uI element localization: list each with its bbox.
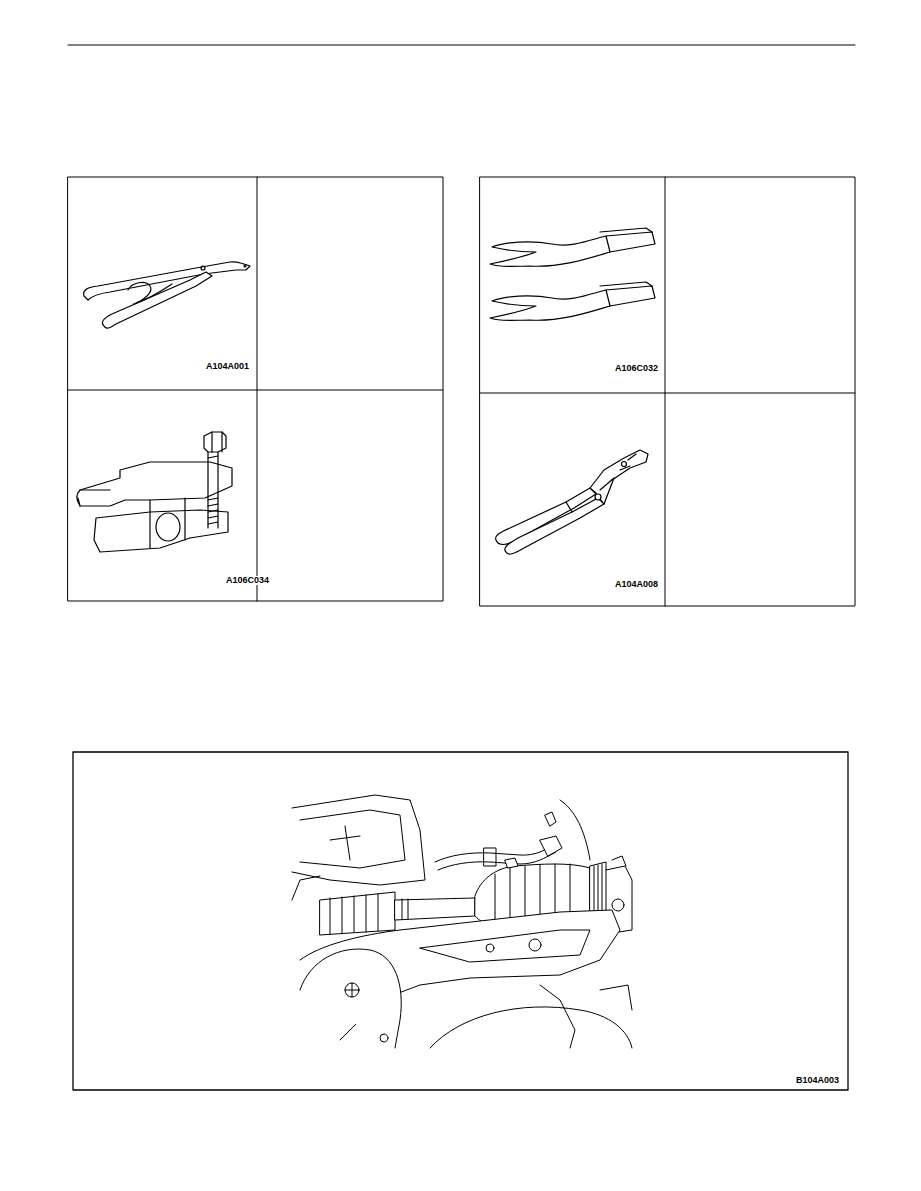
figure-code: A104A001 (205, 362, 250, 371)
snap-ring-pliers (84, 262, 250, 328)
ball-joint-puller (77, 432, 232, 552)
long-pliers (496, 450, 648, 554)
figure-code: A106C034 (225, 576, 270, 585)
figure-code: B104A003 (795, 1076, 840, 1085)
figure-code: A104A008 (614, 580, 659, 589)
figure-frame (73, 752, 848, 1090)
drive-shaft-illustration (292, 795, 632, 1048)
figure-code: A106C032 (614, 364, 659, 373)
header-rule (68, 45, 855, 46)
fork-tool (490, 228, 655, 321)
tool-table (480, 177, 855, 606)
tool-table (68, 177, 443, 601)
